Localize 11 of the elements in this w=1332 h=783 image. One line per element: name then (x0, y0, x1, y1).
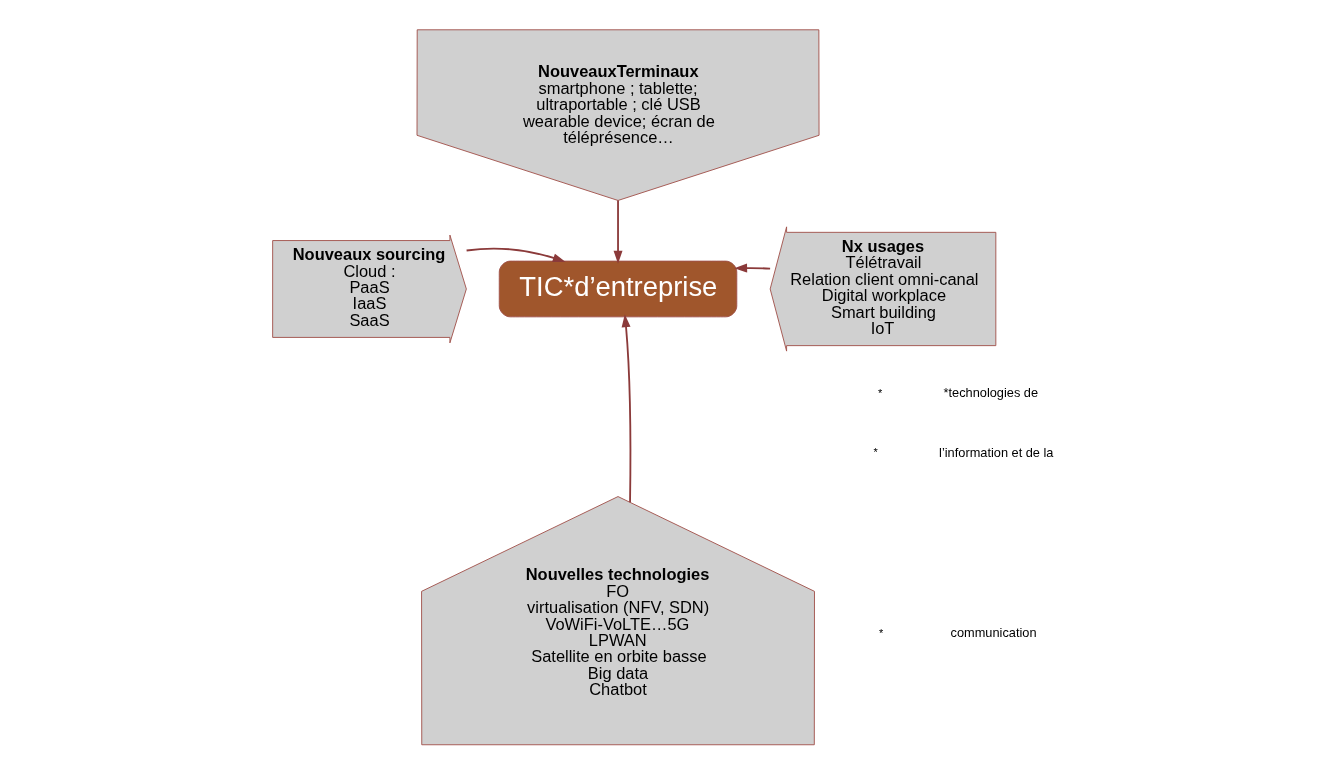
arrow (465, 247, 566, 263)
arrow (613, 199, 623, 264)
label: * (879, 626, 884, 639)
label: *technologies de (943, 385, 1039, 401)
label: l’information et de la (939, 444, 1054, 460)
label: * (878, 386, 883, 399)
arrow (734, 263, 772, 273)
node-box: TIC*d’entreprise (498, 260, 738, 318)
label: * (873, 446, 878, 459)
label: communication (950, 625, 1037, 641)
arrow (621, 314, 632, 504)
